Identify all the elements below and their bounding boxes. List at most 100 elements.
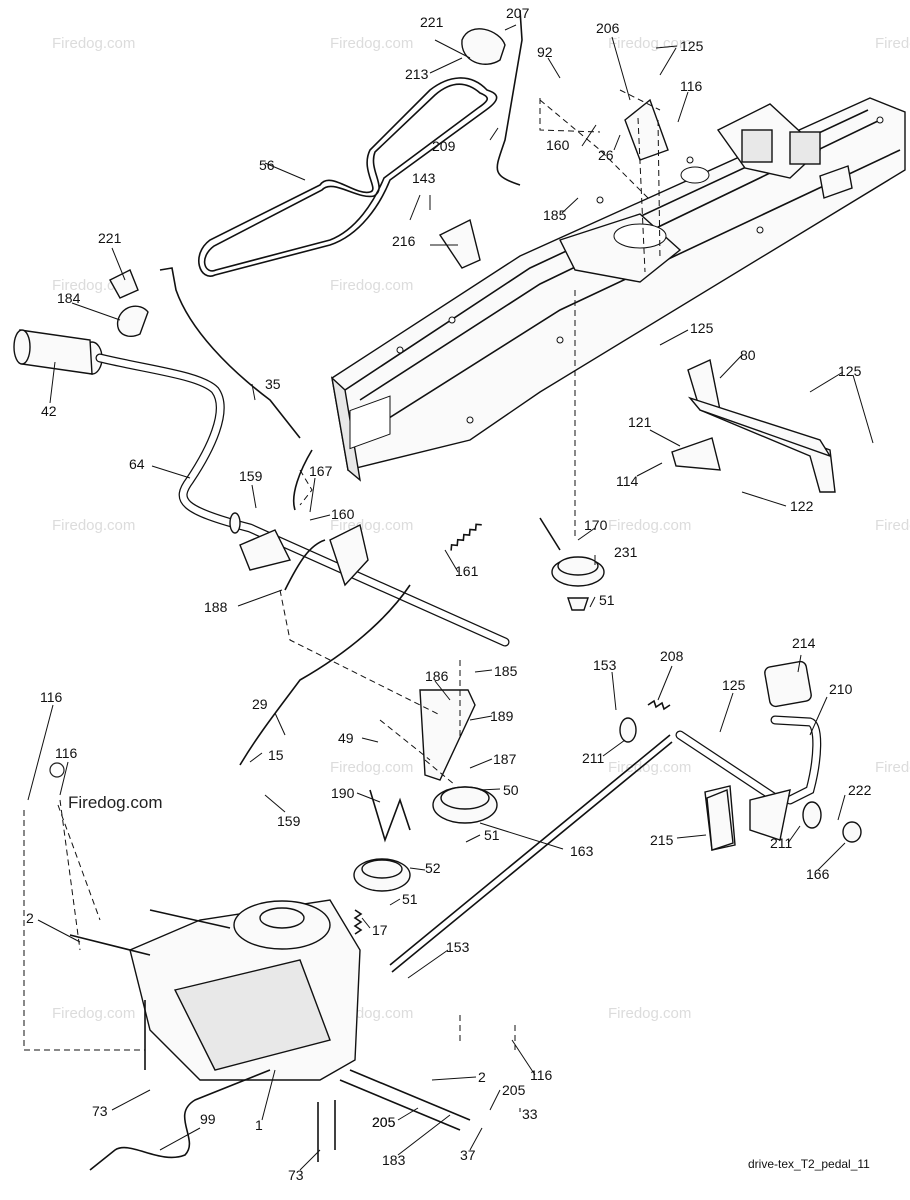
pedal-pad-215 xyxy=(706,789,734,851)
callout: 50 xyxy=(503,782,519,798)
leader-lines xyxy=(27,24,874,1171)
callout: 49 xyxy=(338,730,354,746)
callout: 92 xyxy=(537,44,553,60)
callout: 188 xyxy=(204,599,228,615)
callout: 211 xyxy=(770,835,793,851)
callout: 125 xyxy=(838,363,862,379)
callout: 2 xyxy=(478,1069,486,1085)
watermark: Firedog.com xyxy=(875,759,910,776)
callout: 116 xyxy=(530,1067,553,1083)
callout: 29 xyxy=(252,696,268,712)
watermark: Firedog.com xyxy=(330,35,413,52)
bracket-189 xyxy=(419,689,476,781)
callout: 215 xyxy=(650,832,674,848)
callout: 114 xyxy=(616,473,639,489)
callout: 51 xyxy=(484,827,500,843)
callout: 213 xyxy=(405,66,429,82)
frame-assembly xyxy=(330,97,906,482)
rod-99 xyxy=(89,1069,271,1171)
clip-221 xyxy=(109,269,139,299)
callout: 15 xyxy=(268,747,284,763)
callout: 35 xyxy=(265,376,281,392)
callout: 167 xyxy=(309,463,333,479)
callout: 160 xyxy=(331,506,355,522)
bracket-121 xyxy=(671,437,721,471)
watermark: Firedog.com xyxy=(608,759,691,776)
callout: 186 xyxy=(425,668,449,684)
callout: 56 xyxy=(259,157,275,173)
callout: 80 xyxy=(740,347,756,363)
callout: 209 xyxy=(432,138,456,154)
callout: 185 xyxy=(494,663,518,679)
callout: 116 xyxy=(40,689,63,705)
callout: 26 xyxy=(598,147,614,163)
watermark-prominent: Firedog.com xyxy=(68,793,162,812)
watermark: Firedog.com xyxy=(330,277,413,294)
watermark: Firedog.com xyxy=(608,517,691,534)
callout: 184 xyxy=(57,290,81,306)
watermark: Firedog.com xyxy=(52,35,135,52)
callout: 207 xyxy=(506,5,530,21)
rod-29 xyxy=(239,584,411,766)
callout: 206 xyxy=(596,20,620,36)
callout: 208 xyxy=(660,648,684,664)
watermark: Firedog.com xyxy=(875,517,910,534)
callout: 231 xyxy=(614,544,638,560)
callout: 170 xyxy=(584,517,608,533)
callout: 216 xyxy=(392,233,416,249)
idler-231 xyxy=(539,517,605,611)
bracket-80 xyxy=(687,358,836,493)
callout: 64 xyxy=(129,456,145,472)
callout: 1 xyxy=(255,1117,263,1133)
callout: 183 xyxy=(382,1152,406,1168)
handle-42-64 xyxy=(13,329,510,647)
dashed-relationship-lines xyxy=(23,89,661,1051)
watermark: Firedog.com xyxy=(52,1005,135,1022)
callout: 73 xyxy=(288,1167,304,1183)
callout: 159 xyxy=(277,813,301,829)
callout: 214 xyxy=(792,635,816,651)
callout: 160 xyxy=(546,137,570,153)
bracket-206 xyxy=(624,98,669,161)
callout: 161 xyxy=(455,563,479,579)
spring-208 xyxy=(647,699,671,711)
callout: 122 xyxy=(790,498,814,514)
watermark: Firedog.com xyxy=(875,35,910,52)
drive-belt-56 xyxy=(198,77,498,277)
idler-arm-190 xyxy=(369,789,411,843)
pivot-bracket-cluster xyxy=(229,449,369,591)
callout-labels: 221 213 207 206 125 92 116 209 160 26 56… xyxy=(26,5,872,1183)
callout: 187 xyxy=(493,751,517,767)
callout: 42 xyxy=(41,403,57,419)
callout: 125 xyxy=(680,38,704,54)
callout: 125 xyxy=(722,677,746,693)
callout: 153 xyxy=(593,657,617,673)
callout: 153 xyxy=(446,939,470,955)
spring-161 xyxy=(450,523,482,551)
callout: 166 xyxy=(806,866,830,882)
callout: 211 xyxy=(582,750,605,766)
callout: 99 xyxy=(200,1111,216,1127)
callout: 159 xyxy=(239,468,263,484)
callout: 52 xyxy=(425,860,441,876)
callout: 221 xyxy=(98,230,122,246)
knob-184 xyxy=(116,305,149,338)
bracket-216 xyxy=(438,218,481,269)
callout: 121 xyxy=(628,414,652,430)
callout: 73 xyxy=(92,1103,108,1119)
callout: 210 xyxy=(829,681,853,697)
callout: 116 xyxy=(55,745,78,761)
transmission-1 xyxy=(69,899,471,1131)
callout: 33 xyxy=(522,1106,538,1122)
callout: 2 xyxy=(26,910,34,926)
watermark: Firedog.com xyxy=(330,759,413,776)
watermark: Firedog.com xyxy=(52,517,135,534)
callout: 163 xyxy=(570,843,594,859)
spring-17 xyxy=(353,909,363,935)
callout: 189 xyxy=(490,708,514,724)
diagram-caption: drive-tex_T2_pedal_11 xyxy=(748,1157,870,1171)
pulley-50 xyxy=(432,786,498,824)
callout: 51 xyxy=(599,592,615,608)
pulley-52 xyxy=(353,858,411,892)
